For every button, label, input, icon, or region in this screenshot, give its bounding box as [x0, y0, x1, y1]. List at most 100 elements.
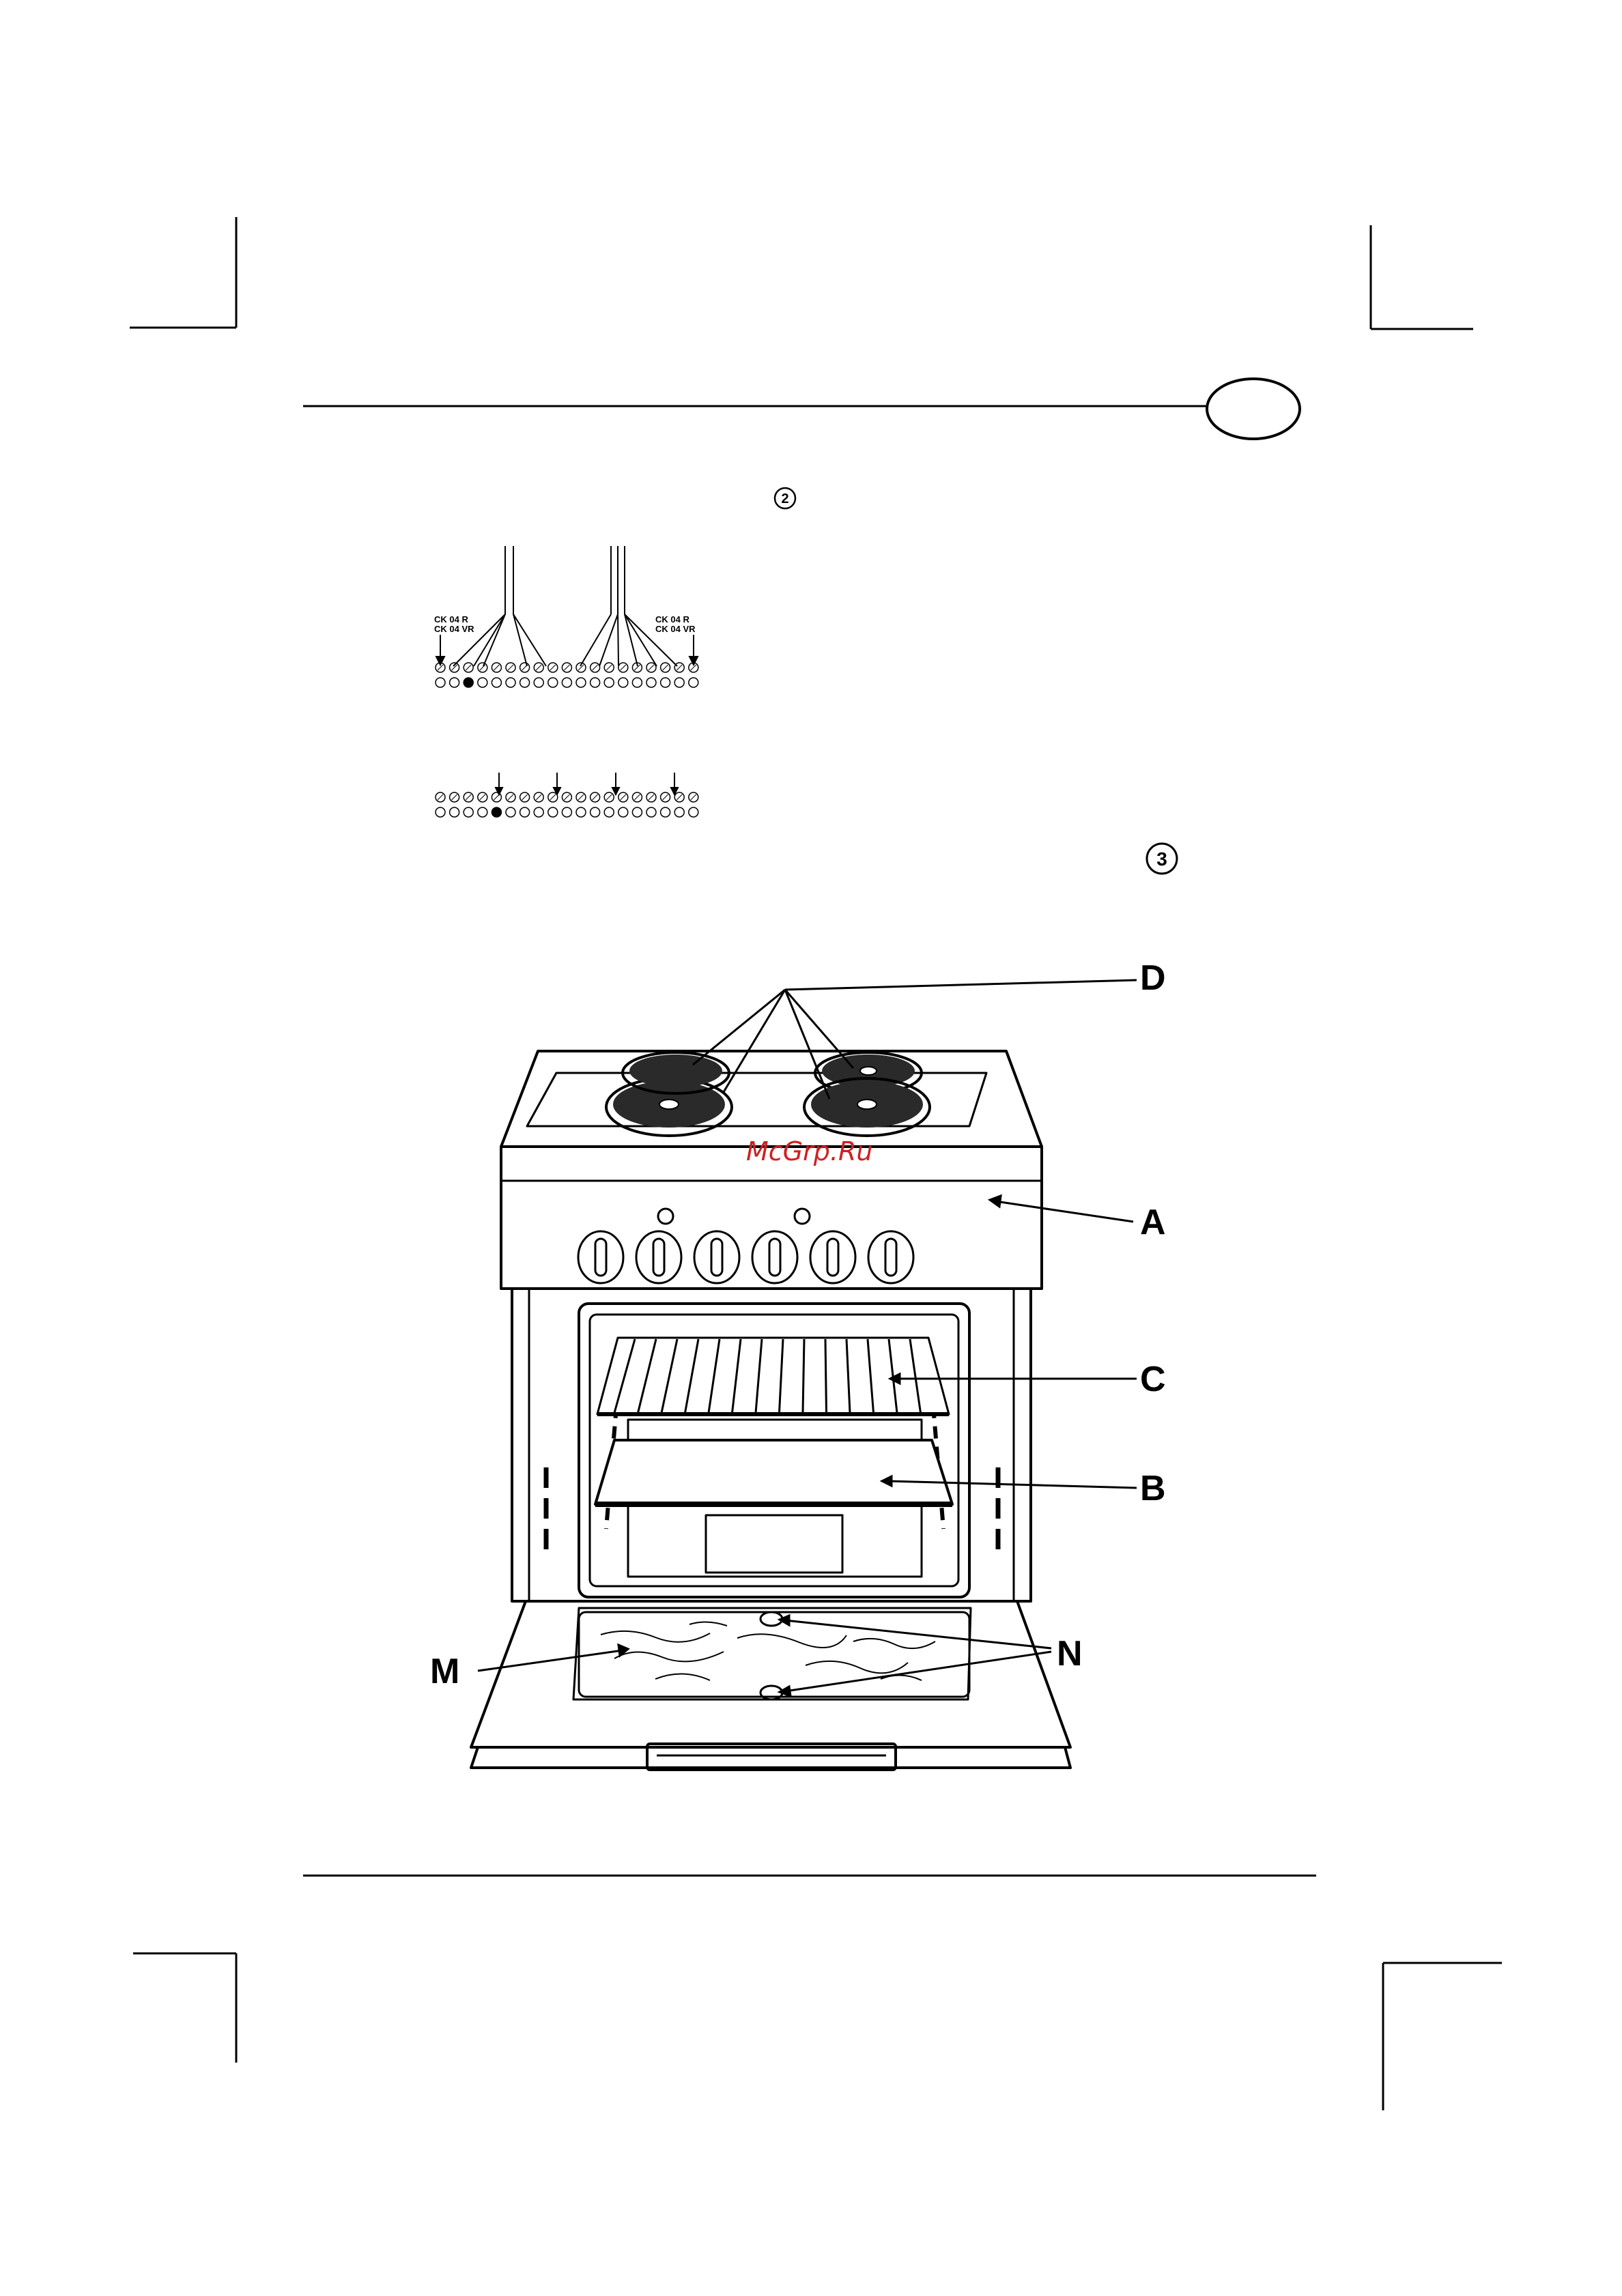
control-panel [501, 1147, 1042, 1289]
terminal-label-left: CK 04 R CK 04 VR [434, 614, 474, 634]
terminal-slot [508, 665, 513, 670]
terminal-slot [480, 794, 485, 800]
terminal-slot [508, 794, 513, 800]
terminal-screw [464, 678, 473, 687]
terminal-screw [591, 807, 600, 817]
terminal-screw [520, 807, 530, 817]
terminal-screw [689, 807, 698, 817]
terminal-screw [689, 678, 698, 687]
wiring-diagram [436, 546, 698, 666]
terminal-slot [536, 665, 541, 670]
terminal-slot [466, 665, 471, 670]
terminal-slot [621, 665, 626, 670]
terminal-slot [452, 794, 457, 800]
svg-text:CK 04 R: CK 04 R [655, 614, 689, 625]
watermark: McGrp.Ru [746, 1136, 872, 1166]
terminal-slot [522, 665, 528, 670]
callout-label-a: A [1140, 1203, 1166, 1242]
terminal-slot [578, 794, 584, 800]
terminal-slot [663, 665, 668, 670]
baking-tray [595, 1440, 952, 1504]
terminal-screw [450, 807, 459, 817]
terminal-slot [494, 794, 499, 800]
svg-text:CK 04 VR: CK 04 VR [434, 624, 474, 634]
terminal-screw [576, 807, 586, 817]
terminal-screw [478, 678, 487, 687]
terminal-screw [646, 678, 656, 687]
terminal-screw [618, 807, 628, 817]
callout-label-m: M [430, 1652, 459, 1691]
terminal-slot [494, 665, 499, 670]
language-oval [1207, 379, 1300, 439]
svg-text:3: 3 [1156, 848, 1167, 870]
terminal-block-bottom [436, 792, 698, 817]
terminal-screw [674, 678, 684, 687]
terminal-label-right: CK 04 R CK 04 VR [655, 614, 696, 634]
terminal-slot [550, 665, 556, 670]
terminal-screw [492, 807, 501, 817]
terminal-screw [506, 807, 515, 817]
terminal-screw [562, 678, 571, 687]
terminal-slot [649, 794, 654, 800]
terminal-screw [604, 678, 614, 687]
terminal-slot [621, 794, 626, 800]
callout-label-b: B [1140, 1469, 1166, 1508]
terminal-screw [591, 678, 600, 687]
terminal-screw [646, 807, 656, 817]
figure-number-2: 2 [775, 488, 795, 508]
terminal-slot [438, 794, 443, 800]
terminal-screw [618, 678, 628, 687]
terminal-slot [606, 665, 612, 670]
terminal-slot [564, 794, 569, 800]
terminal-screw [534, 678, 543, 687]
terminal-slot [634, 794, 640, 800]
terminal-screw [632, 807, 642, 817]
callout-label-c: C [1140, 1360, 1166, 1399]
terminal-screw [576, 678, 586, 687]
terminal-screw [632, 678, 642, 687]
terminal-screw [464, 807, 473, 817]
burner-front-right [804, 1078, 930, 1136]
terminal-slot [663, 794, 668, 800]
terminal-screw [562, 807, 571, 817]
terminal-slot [691, 794, 696, 800]
terminal-block-top [436, 663, 698, 687]
svg-text:CK 04 R: CK 04 R [434, 614, 468, 625]
burner-back-left [623, 1052, 729, 1093]
terminal-slot [677, 794, 682, 800]
terminal-screw [436, 807, 445, 817]
shelf-bar [825, 1339, 827, 1413]
terminal-slot [550, 794, 556, 800]
terminal-screw [436, 678, 445, 687]
svg-text:CK 04 VR: CK 04 VR [655, 624, 696, 634]
callout-label-d: D [1140, 958, 1166, 998]
svg-text:2: 2 [781, 491, 788, 506]
terminal-screw [520, 678, 530, 687]
terminal-screw [674, 807, 684, 817]
terminal-slot [593, 794, 598, 800]
terminal-screw [604, 807, 614, 817]
callout-label-n: N [1057, 1634, 1083, 1674]
terminal-screw [478, 807, 487, 817]
terminal-slot [466, 794, 471, 800]
terminal-screw [492, 678, 501, 687]
terminal-screw [548, 807, 558, 817]
terminal-screw [661, 678, 670, 687]
terminal-screw [548, 678, 558, 687]
terminal-slot [564, 665, 569, 670]
figure-number-3: 3 [1147, 844, 1177, 874]
terminal-slot [536, 794, 541, 800]
terminal-screw [661, 807, 670, 817]
terminal-slot [593, 665, 598, 670]
shelf-bar [803, 1339, 804, 1413]
terminal-screw [534, 807, 543, 817]
terminal-screw [450, 678, 459, 687]
terminal-slot [522, 794, 528, 800]
terminal-slot [480, 665, 485, 670]
terminal-slot [649, 665, 654, 670]
terminal-screw [506, 678, 515, 687]
terminal-slot [606, 794, 612, 800]
terminal-block-arrows [496, 773, 678, 794]
oven-door [471, 1601, 1070, 1770]
